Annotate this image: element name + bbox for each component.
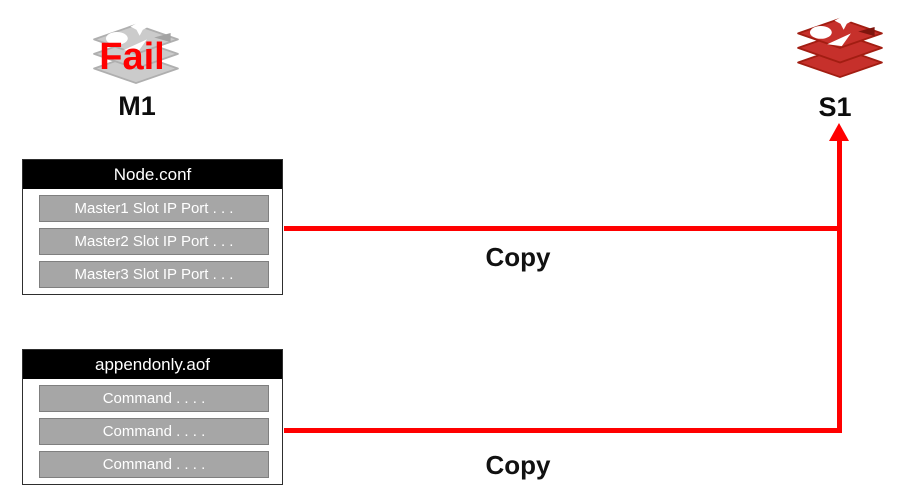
copy-arrow-bottom-line (284, 428, 840, 433)
copy-arrow-head-icon (829, 123, 849, 141)
node-conf-title: Node.conf (23, 160, 282, 189)
copy-arrow-top-line (284, 226, 840, 231)
copy-label-bottom: Copy (485, 450, 551, 480)
node-conf-row: Master2 Slot IP Port . . . (39, 228, 269, 255)
aof-command-row: Command . . . . (39, 451, 269, 478)
fail-status-label: Fail (99, 36, 165, 78)
redis-database-red-icon (797, 11, 883, 78)
copy-label-top: Copy (485, 242, 551, 272)
redis-database-gray-icon (93, 17, 179, 84)
appendonly-aof-title: appendonly.aof (23, 350, 282, 379)
replica-node-label: S1 (818, 92, 852, 122)
node-conf-box: Node.conf Master1 Slot IP Port . . . Mas… (22, 159, 283, 295)
master-node-label: M1 (118, 91, 156, 121)
appendonly-aof-box: appendonly.aof Command . . . . Command .… (22, 349, 283, 485)
aof-command-row: Command . . . . (39, 418, 269, 445)
node-conf-row: Master1 Slot IP Port . . . (39, 195, 269, 222)
node-conf-row: Master3 Slot IP Port . . . (39, 261, 269, 288)
aof-command-row: Command . . . . (39, 385, 269, 412)
copy-arrow-vertical-line (837, 140, 842, 433)
